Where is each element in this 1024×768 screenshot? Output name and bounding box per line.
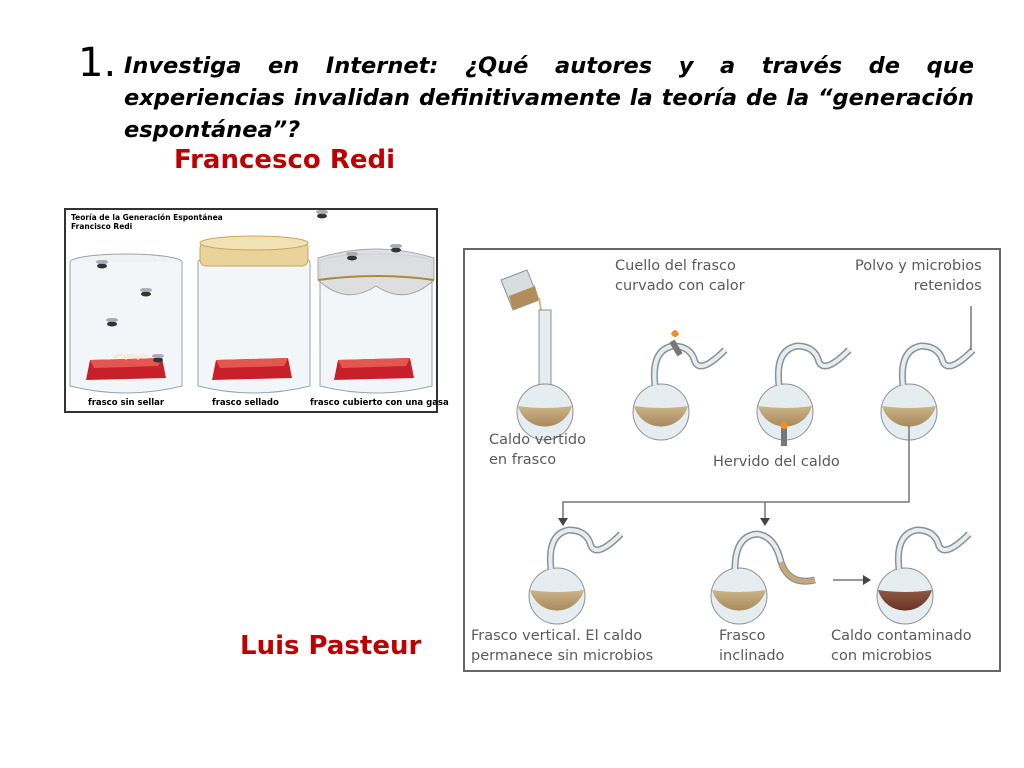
pasteur-flasks-illustration <box>500 269 976 625</box>
redi-title-line1: Teoría de la Generación Espontánea <box>71 213 223 222</box>
pouring-beaker <box>500 269 546 381</box>
flask-curving-neck <box>632 330 728 441</box>
flow-arrows <box>562 426 910 581</box>
jar-sealed <box>197 235 311 394</box>
flask-dust-retained <box>880 306 976 441</box>
flask-straight-neck <box>516 309 574 441</box>
fly-icons <box>96 210 402 363</box>
flask-contaminated <box>876 526 972 625</box>
author-redi: Francesco Redi <box>174 145 395 175</box>
redi-title-line2: Francisco Redi <box>71 222 133 231</box>
caption-sealed: frasco sellado <box>212 398 279 408</box>
flask-boiling <box>756 342 852 446</box>
redi-jars-illustration <box>69 210 435 394</box>
redi-figure-title: Teoría de la Generación Espontánea Franc… <box>71 213 223 231</box>
caption-gauze: frasco cubierto con una gasa <box>310 398 449 408</box>
question-text: Investiga en Internet: ¿Qué autores y a … <box>124 53 974 143</box>
author-pasteur: Luis Pasteur <box>240 631 422 661</box>
pasteur-experiment-figure: Cuello del frasco curvado con calor Polv… <box>463 248 1001 672</box>
label-contaminado: Caldo contaminado con microbios <box>831 628 972 664</box>
question-number: 1. <box>78 40 117 86</box>
label-polvo: Polvo y microbios retenidos <box>855 258 982 294</box>
label-cuello: Cuello del frasco curvado con calor <box>615 258 745 294</box>
flask-vertical <box>528 526 624 625</box>
label-caldo: Caldo vertido en frasco <box>489 432 586 468</box>
label-vertical: Frasco vertical. El caldo permanece sin … <box>471 628 654 664</box>
redi-experiment-figure: Teoría de la Generación Espontánea Franc… <box>64 208 449 413</box>
label-inclinado: Frasco inclinado <box>719 628 785 664</box>
flask-tilted <box>710 530 816 625</box>
label-hervido: Hervido del caldo <box>713 454 840 470</box>
jar-gauze <box>317 248 435 394</box>
caption-unsealed: frasco sin sellar <box>88 398 165 408</box>
jar-unsealed <box>69 253 183 394</box>
